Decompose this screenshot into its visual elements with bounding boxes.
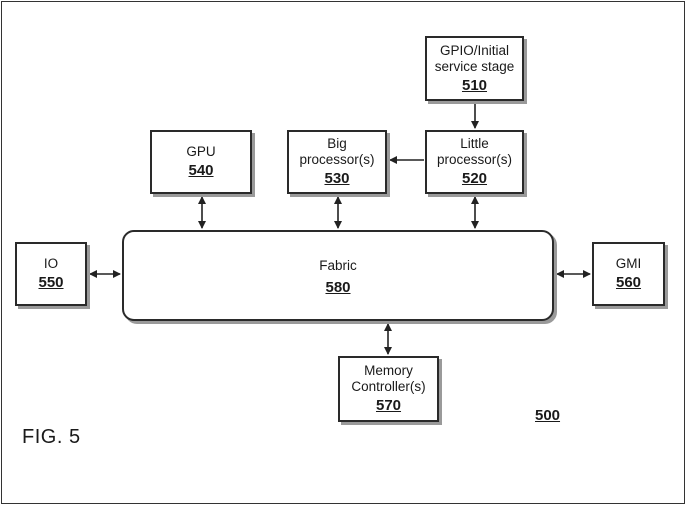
block-number: 570 [375, 397, 402, 414]
block-label: GMI [615, 256, 642, 271]
block-number: 510 [461, 76, 488, 94]
block-label: Memory Controller(s) [351, 363, 426, 394]
block-label: Fabric [319, 258, 357, 273]
figure-label: FIG. 5 [22, 426, 81, 448]
memory-controller-block: Memory Controller(s) 570 [338, 356, 439, 422]
block-label: Big processor(s) [299, 136, 375, 167]
block-number: 540 [188, 162, 214, 179]
big-processor-block: Big processor(s) 530 [287, 130, 387, 194]
block-label: Little processor(s) [436, 136, 512, 167]
block-label: GPIO/Initial service stage [434, 42, 515, 74]
gpio-initial-service-stage-block: GPIO/Initial service stage 510 [425, 36, 524, 101]
io-block: IO 550 [15, 242, 87, 306]
block-number: 560 [615, 274, 642, 291]
fabric-block: Fabric 580 [122, 230, 554, 321]
block-number: 530 [324, 170, 350, 187]
gpu-block: GPU 540 [150, 130, 252, 194]
block-number: 550 [38, 274, 64, 291]
block-label: IO [43, 256, 59, 271]
block-label: GPU [186, 144, 216, 159]
reference-number: 500 [535, 407, 561, 424]
gmi-block: GMI 560 [592, 242, 665, 306]
block-number: 520 [461, 170, 488, 187]
block-number: 580 [325, 279, 351, 296]
little-processor-block: Little processor(s) 520 [425, 130, 524, 194]
